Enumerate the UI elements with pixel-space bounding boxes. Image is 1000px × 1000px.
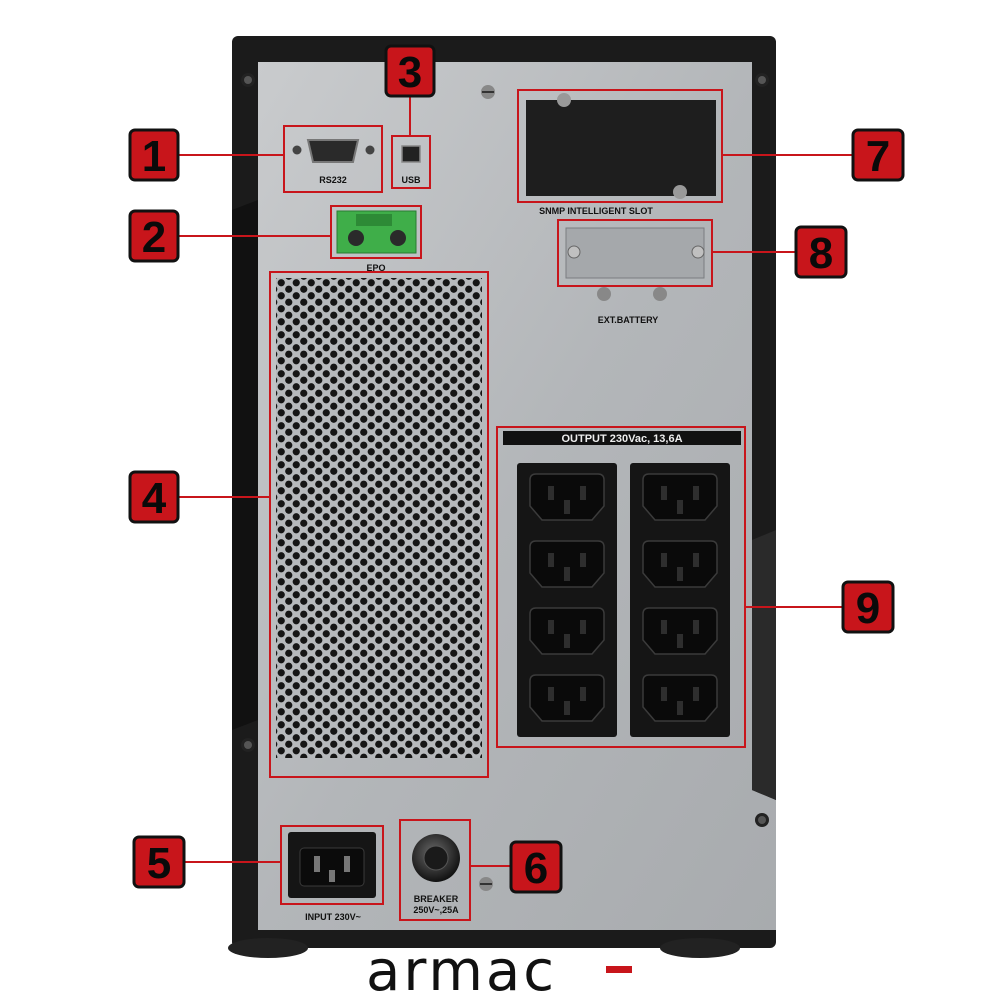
socket-pin bbox=[693, 687, 699, 701]
socket-pin bbox=[564, 634, 570, 648]
socket-pin bbox=[580, 687, 586, 701]
socket-pin bbox=[677, 634, 683, 648]
socket-pin bbox=[693, 553, 699, 567]
socket-pin bbox=[548, 553, 554, 567]
socket-pin bbox=[677, 567, 683, 581]
output-socket bbox=[642, 674, 718, 722]
callout-6-number: 6 bbox=[524, 844, 548, 893]
socket-pin bbox=[661, 620, 667, 634]
callout-1-number: 1 bbox=[142, 132, 166, 181]
output-socket bbox=[642, 607, 718, 655]
screw-icon bbox=[481, 85, 495, 99]
input-label: INPUT 230V~ bbox=[305, 912, 361, 922]
brand-logo: armac bbox=[366, 939, 632, 1000]
epo-terminal: EPO bbox=[330, 205, 422, 273]
output-label: OUTPUT 230Vac, 13,6A bbox=[561, 433, 682, 445]
socket-pin bbox=[548, 620, 554, 634]
socket-pin bbox=[564, 500, 570, 514]
callout-8-number: 8 bbox=[809, 229, 833, 278]
callout-4: 4 bbox=[128, 470, 180, 524]
socket-pin bbox=[661, 486, 667, 500]
snmp-slot: SNMP INTELLIGENT SLOT bbox=[517, 89, 723, 216]
socket-pin bbox=[693, 486, 699, 500]
callout-3-number: 3 bbox=[398, 48, 422, 97]
brand-logo-dash bbox=[606, 966, 632, 973]
screw-icon bbox=[755, 813, 769, 827]
callout-6: 6 bbox=[509, 840, 563, 894]
breaker-label-line2: 250V~,25A bbox=[413, 905, 459, 915]
callout-9: 9 bbox=[841, 580, 895, 634]
screw-icon bbox=[241, 738, 255, 752]
callout-5: 5 bbox=[132, 835, 186, 889]
input-socket: INPUT 230V~ bbox=[280, 825, 384, 922]
socket-pin bbox=[548, 687, 554, 701]
callout-7-number: 7 bbox=[866, 132, 890, 181]
callout-badges: 1 2 3 4 5 6 7 8 bbox=[128, 44, 905, 894]
rs232-port: RS232 bbox=[283, 125, 383, 193]
brand-logo-text: armac bbox=[366, 939, 557, 1000]
callout-2-number: 2 bbox=[142, 213, 166, 262]
panel-screws bbox=[241, 73, 769, 891]
output-socket bbox=[642, 473, 718, 521]
socket-pin bbox=[677, 500, 683, 514]
socket-pin bbox=[580, 620, 586, 634]
socket-pin bbox=[661, 553, 667, 567]
output-socket bbox=[529, 540, 605, 588]
output-socket bbox=[529, 674, 605, 722]
socket-pin bbox=[548, 486, 554, 500]
socket-pin bbox=[564, 701, 570, 715]
usb-label: USB bbox=[401, 175, 421, 185]
ventilation-grille bbox=[269, 271, 489, 778]
callout-8: 8 bbox=[794, 225, 848, 279]
socket-pin bbox=[677, 701, 683, 715]
breaker: BREAKER 250V~,25A bbox=[399, 819, 471, 921]
callout-2: 2 bbox=[128, 209, 180, 263]
socket-layer bbox=[529, 473, 718, 722]
callout-3: 3 bbox=[384, 44, 436, 98]
screw-icon bbox=[241, 73, 255, 87]
ext-battery-label: EXT.BATTERY bbox=[598, 315, 659, 325]
socket-pin bbox=[661, 687, 667, 701]
epo-label: EPO bbox=[366, 263, 385, 273]
output-socket bbox=[529, 607, 605, 655]
callout-7: 7 bbox=[851, 128, 905, 182]
rs232-label: RS232 bbox=[319, 175, 347, 185]
external-battery-port: EXT.BATTERY bbox=[557, 219, 713, 325]
snmp-label: SNMP INTELLIGENT SLOT bbox=[539, 206, 653, 216]
callout-5-number: 5 bbox=[147, 839, 171, 888]
output-socket bbox=[529, 473, 605, 521]
callout-4-number: 4 bbox=[142, 474, 167, 523]
socket-pin bbox=[580, 486, 586, 500]
screw-icon bbox=[479, 877, 493, 891]
output-socket bbox=[642, 540, 718, 588]
socket-pin bbox=[693, 620, 699, 634]
socket-pin bbox=[564, 567, 570, 581]
screw-icon bbox=[755, 73, 769, 87]
breaker-label-line1: BREAKER bbox=[414, 894, 459, 904]
socket-pin bbox=[580, 553, 586, 567]
output-sockets: OUTPUT 230Vac, 13,6A bbox=[496, 426, 746, 748]
callout-9-number: 9 bbox=[856, 584, 880, 633]
callout-1: 1 bbox=[128, 128, 180, 182]
callout-leaders bbox=[178, 96, 853, 867]
